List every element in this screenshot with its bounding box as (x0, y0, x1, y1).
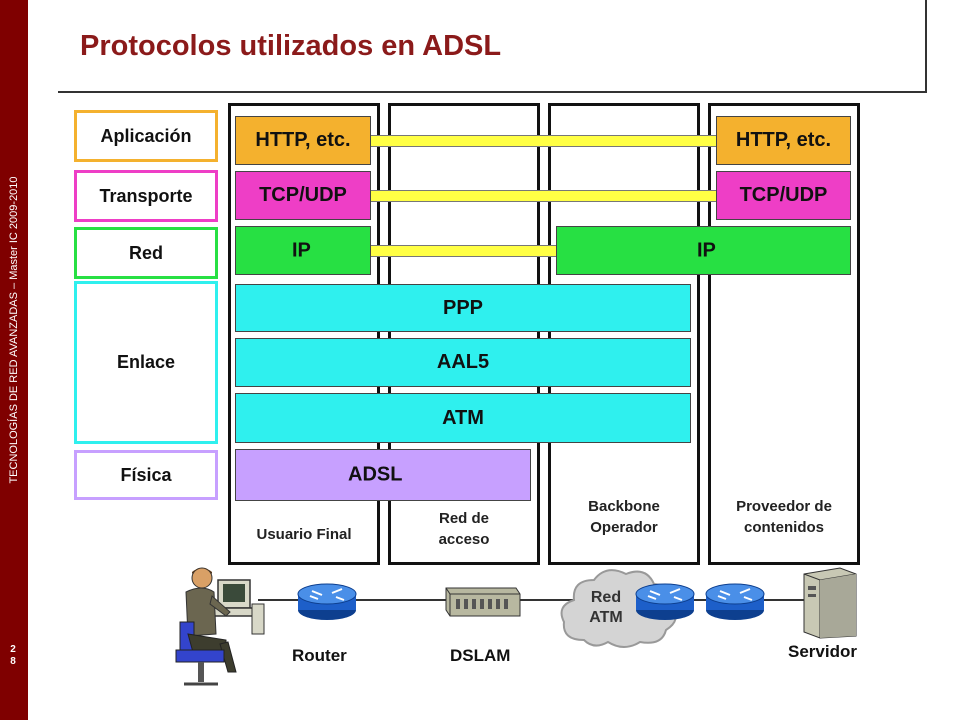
pipe-tcp (370, 190, 720, 202)
layer-label-aplicacion: Aplicación (74, 110, 218, 162)
router-icon (635, 583, 695, 620)
sidebar: TECNOLOGÍAS DE RED AVANZADAS – Master IC… (0, 0, 28, 720)
pipe-http (370, 135, 720, 147)
layer-label-red: Red (74, 227, 218, 279)
server-icon (803, 567, 857, 639)
layer-label-fisica: Física (74, 450, 218, 500)
protocol-ip-left-label: IP (292, 239, 311, 261)
router-label: Router (292, 646, 347, 665)
user-workstation-icon (175, 567, 265, 686)
protocol-http-right: HTTP, etc. (716, 116, 851, 165)
protocol-ip-right: IP (556, 226, 851, 275)
protocol-ip-right-label: IP (697, 239, 716, 261)
column-caption-backbone: Backbone Operador (588, 498, 660, 536)
router-icon (705, 583, 765, 620)
slide-title: Protocolos utilizados en ADSL (80, 30, 502, 62)
protocol-atm: ATM (235, 393, 691, 443)
title-divider-horizontal (58, 91, 927, 93)
layer-label-transporte: Transporte (74, 170, 218, 222)
router-icon (297, 583, 357, 620)
protocol-adsl: ADSL (235, 449, 531, 501)
title-divider-vertical (925, 0, 927, 92)
column-backbone (548, 103, 700, 565)
cloud-label-text: Red ATM (589, 589, 623, 626)
layer-label-enlace: Enlace (74, 281, 218, 444)
column-caption-proveedor: Proveedor de contenidos (736, 498, 832, 536)
server-label: Servidor (788, 642, 857, 661)
column-caption-usuario-final: Usuario Final (256, 526, 352, 543)
column-caption-red-acceso: Red de acceso (438, 510, 490, 548)
pipe-ip (370, 245, 558, 257)
protocol-http-left: HTTP, etc. (235, 116, 371, 165)
protocol-tcp-left: TCP/UDP (235, 171, 371, 220)
dslam-icon (445, 587, 521, 617)
cloud-label: Red ATM (568, 588, 644, 628)
protocol-tcp-right: TCP/UDP (716, 171, 851, 220)
sidebar-course-text: TECNOLOGÍAS DE RED AVANZADAS – Master IC… (8, 176, 20, 484)
protocol-ppp: PPP (235, 284, 691, 332)
protocol-ip-left: IP (235, 226, 371, 275)
dslam-label: DSLAM (450, 646, 511, 665)
protocol-adsl-label: ADSL (348, 463, 403, 486)
protocol-aal5: AAL5 (235, 338, 691, 387)
network-link (258, 599, 818, 601)
